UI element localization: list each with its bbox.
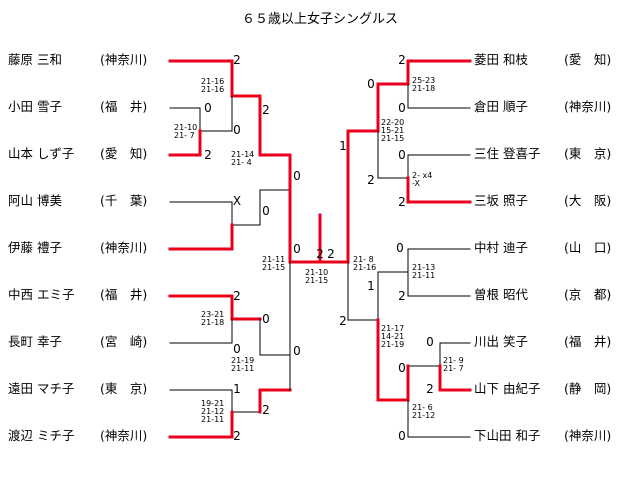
set-scores: 21- 9 21- 7 (443, 356, 464, 373)
player-prefecture-left: (千 葉) (100, 193, 148, 208)
match-score: 1 (233, 382, 241, 396)
set-scores: 22-20 15-21 21-15 (381, 118, 405, 143)
match-score: 1 (339, 139, 347, 153)
player-name-left: 山本 しず子 (8, 146, 75, 161)
player-name-right: 三坂 照子 (474, 193, 528, 208)
match-score: 0 (293, 242, 301, 256)
match-score: 0 (293, 169, 301, 183)
match-score: 2 (398, 289, 406, 303)
set-scores: 25-23 21-18 (412, 76, 436, 93)
player-name-right: 中村 迪子 (474, 240, 528, 255)
match-score: 0 (204, 101, 212, 115)
match-score: 0 (233, 123, 241, 137)
match-score: 2 (426, 382, 434, 396)
match-score: 0 (233, 342, 241, 356)
match-score: 0 (398, 429, 406, 443)
player-name-right: 下山田 和子 (474, 428, 541, 443)
player-prefecture-right: (神奈川) (564, 99, 612, 114)
player-name-right: 川出 笑子 (474, 334, 528, 349)
player-name-right: 曽根 昭代 (474, 287, 528, 302)
match-score: 2 (339, 314, 347, 328)
match-score: 0 (293, 344, 301, 358)
match-score: 2 (327, 247, 335, 261)
set-scores: 21-17 14-21 21-19 (381, 324, 405, 349)
set-scores: 21-16 21-16 (201, 77, 225, 94)
player-name-right: 三住 登喜子 (474, 146, 541, 161)
player-prefecture-left: (神奈川) (100, 240, 148, 255)
player-prefecture-left: (神奈川) (100, 52, 148, 67)
match-score: 2 (316, 247, 324, 261)
match-score: 2 (262, 103, 270, 117)
player-prefecture-left: (神奈川) (100, 428, 148, 443)
set-scores: 21-13 21-11 (412, 263, 436, 280)
player-prefecture-right: (大 阪) (564, 193, 612, 208)
match-score: 2 (204, 148, 212, 162)
player-prefecture-right: (山 口) (564, 240, 612, 255)
set-scores: 23-21 21-18 (201, 310, 225, 327)
player-name-left: 長町 幸子 (8, 334, 62, 349)
player-prefecture-left: (福 井) (100, 287, 148, 302)
player-name-right: 菱田 和枝 (474, 52, 528, 67)
match-score: 2 (233, 53, 241, 67)
player-prefecture-left: (愛 知) (100, 146, 148, 161)
match-score: 0 (262, 312, 270, 326)
match-score: 2 (233, 289, 241, 303)
player-name-left: 阿山 博美 (8, 193, 62, 208)
match-score: 0 (396, 241, 404, 255)
player-prefecture-left: (福 井) (100, 99, 148, 114)
set-scores: 21- 6 21-12 (412, 403, 436, 420)
set-scores: 21-10 21- 7 (174, 123, 198, 140)
match-score: 2 (398, 53, 406, 67)
set-scores: 21-14 21- 4 (231, 150, 255, 167)
set-scores: 21-11 21-15 (262, 255, 286, 272)
match-score: 2 (398, 195, 406, 209)
player-name-left: 遠田 マチ子 (8, 381, 75, 396)
match-score: 1 (367, 279, 375, 293)
match-score: 2 (233, 429, 241, 443)
player-prefecture-left: (宮 崎) (100, 334, 148, 349)
set-scores: 21-19 21-11 (231, 356, 255, 373)
set-scores: 19-21 21-12 21-11 (201, 399, 225, 424)
page-title: ６５歳以上女子シングルス (241, 12, 398, 27)
player-name-left: 藤原 三和 (8, 52, 62, 67)
match-score: 0 (262, 204, 270, 218)
player-name-left: 小田 雪子 (8, 99, 62, 114)
match-score: 2 (262, 403, 270, 417)
match-score: X (232, 194, 242, 208)
player-name-left: 伊藤 禮子 (8, 240, 62, 255)
player-name-left: 渡辺 ミチ子 (8, 428, 75, 443)
player-name-right: 山下 由紀子 (474, 381, 541, 396)
player-prefecture-right: (愛 知) (564, 52, 612, 67)
player-prefecture-right: (京 都) (564, 287, 612, 302)
player-prefecture-right: (神奈川) (564, 428, 612, 443)
player-name-right: 倉田 順子 (474, 99, 528, 114)
match-score: 0 (398, 101, 406, 115)
match-score: 0 (426, 335, 434, 349)
set-scores: 21- 8 21-16 (353, 255, 377, 272)
match-score: 0 (398, 361, 406, 375)
player-prefecture-right: (福 井) (564, 334, 612, 349)
player-prefecture-right: (静 岡) (564, 381, 612, 396)
match-score: 0 (367, 77, 375, 91)
player-prefecture-right: (東 京) (564, 146, 612, 161)
player-name-left: 中西 エミ子 (8, 287, 75, 302)
match-score: 0 (398, 148, 406, 162)
set-scores: 21-10 21-15 (305, 268, 329, 285)
set-scores: 2- x4 -X (412, 171, 433, 188)
player-prefecture-left: (東 京) (100, 381, 148, 396)
match-score: 2 (367, 173, 375, 187)
